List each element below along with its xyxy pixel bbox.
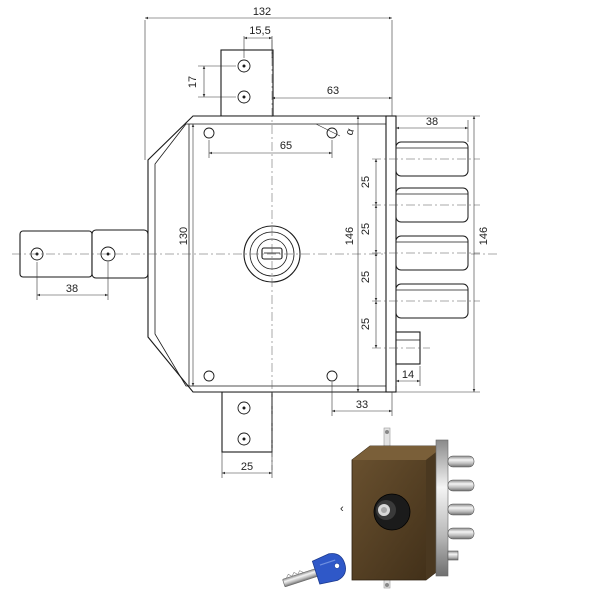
bolt-group (395, 141, 469, 319)
dimension-labels: 132 15,5 17 63 65 α 38 25 25 25 25 146 1… (66, 6, 490, 473)
case-screw (203, 370, 215, 382)
dim-alpha: α (343, 126, 357, 137)
case-screw (203, 127, 215, 139)
dim-63: 63 (327, 85, 339, 97)
dim-130: 130 (178, 227, 190, 245)
top-mounting-plate (220, 49, 274, 117)
dim-146-right: 146 (478, 227, 490, 245)
dim-132: 132 (253, 6, 271, 18)
dim-25-c: 25 (360, 271, 372, 283)
dim-14: 14 (402, 369, 414, 381)
dim-38-arm: 38 (66, 283, 78, 295)
dim-33: 33 (356, 399, 368, 411)
dimension-lines (36, 16, 480, 478)
dim-17: 17 (187, 76, 199, 88)
lock-case-drawing (12, 40, 500, 470)
render-bolts (447, 455, 475, 561)
dim-38-bolt: 38 (426, 116, 438, 128)
dim-25-d: 25 (360, 318, 372, 330)
dim-25-b: 25 (360, 223, 372, 235)
case-screw (326, 127, 338, 139)
render-faceplate (435, 439, 449, 577)
dim-65: 65 (280, 140, 292, 152)
dim-15-5: 15,5 (249, 25, 270, 37)
dim-146-left: 146 (344, 227, 356, 245)
dim-25-bottom: 25 (241, 461, 253, 473)
lock-render: ‹ ‹ (340, 427, 475, 589)
dim-25-a: 25 (360, 176, 372, 188)
svg-text:‹: ‹ (340, 503, 344, 515)
case-screw (326, 370, 338, 382)
face-plate (385, 115, 397, 393)
key-icon (282, 553, 346, 587)
